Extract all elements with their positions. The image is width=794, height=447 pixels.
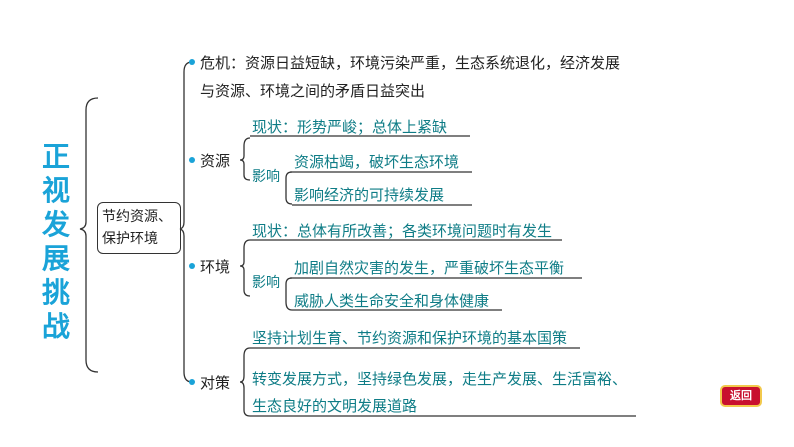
measures-item-1: 坚持计划生育、节约资源和保护环境的基本国策 [252, 329, 568, 347]
title-char: 战 [41, 310, 70, 343]
resources-status: 现状：形势严峻；总体上紧缺 [252, 118, 448, 136]
resources-impact-label: 影响 [252, 169, 280, 185]
resources-impact-2: 影响经济的可持续发展 [294, 186, 445, 204]
measures-label: 对策 [200, 374, 231, 392]
environment-impact-2: 威胁人类生命安全和身体健康 [294, 292, 490, 310]
crisis-line1: 危机：资源日益短缺，环境污染严重，生态系统退化，经济发展 [200, 54, 621, 72]
resources-impact-1: 资源枯竭，破坏生态环境 [294, 153, 460, 171]
back-button[interactable]: 返回 [720, 385, 762, 407]
title-char: 正 [41, 140, 70, 173]
title-char: 发 [41, 208, 70, 241]
center-topic-box: 节约资源、 保护环境 [97, 202, 181, 254]
environment-impact-label: 影响 [252, 275, 280, 291]
title-char: 视 [41, 174, 70, 207]
measures-item-2-line1: 转变发展方式，坚持绿色发展，走生产发展、生活富裕、 [252, 370, 628, 388]
center-topic-line2: 保护环境 [102, 231, 158, 247]
title-char: 挑 [41, 276, 70, 309]
title-char: 展 [41, 242, 70, 275]
measures-item-2-line2: 生态良好的文明发展道路 [252, 397, 418, 415]
crisis-line2: 与资源、环境之间的矛盾日益突出 [200, 82, 426, 100]
resources-label: 资源 [200, 152, 231, 170]
environment-impact-1: 加剧自然灾害的发生，严重破坏生态平衡 [294, 259, 565, 277]
environment-status: 现状：总体有所改善；各类环境问题时有发生 [252, 222, 553, 240]
diagram-title: 正 视 发 展 挑 战 [36, 140, 76, 344]
environment-label: 环境 [200, 258, 231, 276]
center-topic-line1: 节约资源、 [102, 209, 172, 225]
